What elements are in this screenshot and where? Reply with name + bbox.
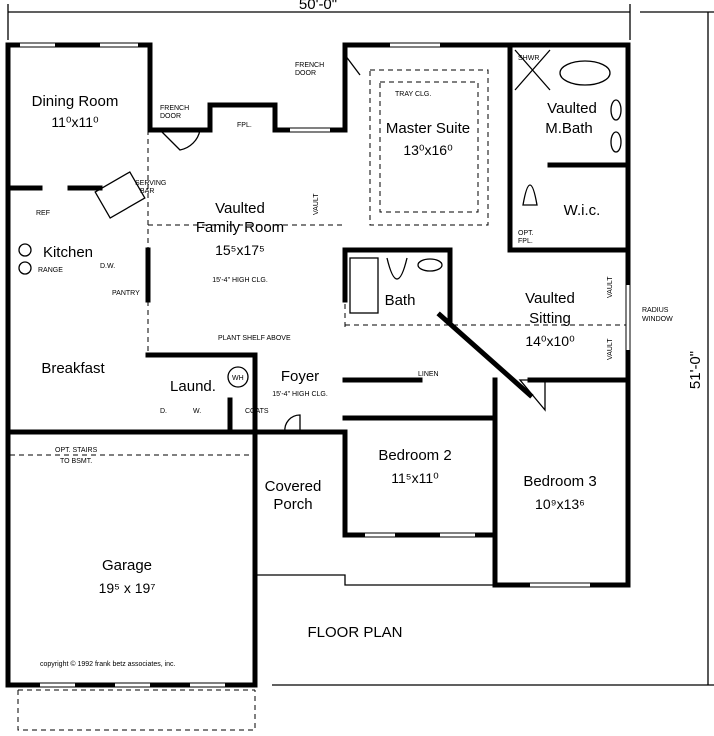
room-porch: Covered Porch [265,478,322,513]
door-swing-icon [159,129,201,151]
svg-text:Garage: Garage [102,557,152,574]
room-kitchen: Kitchen [43,244,93,261]
room-family: Vaulted Family Room 15⁵x17⁵ 15'-4" HIGH … [196,200,284,284]
svg-text:WINDOW: WINDOW [642,316,673,323]
svg-text:W.: W. [193,408,201,415]
svg-text:Family Room: Family Room [196,219,284,236]
svg-text:SHWR: SHWR [518,55,539,62]
svg-text:15'-4" HIGH CLG.: 15'-4" HIGH CLG. [212,277,268,284]
svg-text:Bedroom 2: Bedroom 2 [378,447,451,464]
svg-text:Covered: Covered [265,478,322,495]
svg-text:Vaulted: Vaulted [525,290,575,307]
water-heater-icon [227,366,249,388]
svg-text:DOOR: DOOR [295,70,316,77]
room-bedroom3: Bedroom 3 10⁹x13⁶ [523,473,596,512]
room-sitting: Vaulted Sitting 14⁰x10⁰ [525,290,575,349]
svg-text:Foyer: Foyer [281,368,319,385]
svg-text:Porch: Porch [273,496,312,513]
svg-text:LINEN: LINEN [418,371,439,378]
svg-text:WH: WH [232,375,244,382]
svg-text:RANGE: RANGE [38,267,63,274]
svg-text:14⁰x10⁰: 14⁰x10⁰ [525,333,575,349]
fixtures [18,49,622,433]
room-bath: Bath [385,292,416,309]
svg-text:Vaulted: Vaulted [547,100,597,117]
svg-text:TRAY CLG.: TRAY CLG. [395,91,431,98]
svg-text:OPT. STAIRS: OPT. STAIRS [55,447,98,454]
width-label: 50'-0" [299,0,337,13]
range-burner-icon [18,243,32,257]
copyright: copyright © 1992 frank betz associates, … [40,660,176,668]
door-swing-icon [344,54,361,76]
toilet-icon [386,257,408,280]
sink-icon [94,171,146,219]
room-bedroom2: Bedroom 2 11⁵x11⁰ [378,447,451,486]
plan-title: FLOOR PLAN [307,624,402,641]
room-wic: W.i.c. [564,202,601,219]
room-laundry: Laund. [170,378,216,395]
room-dining: Dining Room 11⁰x11⁰ [32,93,119,130]
bathtub-icon [349,257,379,314]
walls [5,42,631,731]
svg-text:VAULT: VAULT [313,193,320,215]
sink-icon [610,99,622,121]
shower-icon [514,49,551,91]
door-swing-icon [284,414,301,433]
annotations: FRENCH DOOR FRENCH DOOR FPL. SERVING BAR… [36,55,673,465]
svg-text:VAULT: VAULT [607,276,614,298]
svg-text:Dining Room: Dining Room [32,93,119,110]
svg-text:VAULT: VAULT [607,338,614,360]
svg-text:REF: REF [36,210,50,217]
fireplace-corner [518,379,546,412]
toilet-icon [522,184,538,206]
depth-dimension: 51'-0" [272,11,714,686]
svg-text:13⁰x16⁰: 13⁰x16⁰ [403,142,453,158]
svg-text:FRENCH: FRENCH [160,105,189,112]
svg-text:SERVING: SERVING [135,180,166,187]
svg-text:11⁰x11⁰: 11⁰x11⁰ [51,114,99,130]
svg-text:RADIUS: RADIUS [642,307,669,314]
room-mbath: Vaulted M.Bath [545,100,597,137]
svg-text:DOOR: DOOR [160,113,181,120]
svg-text:19⁵ x 19⁷: 19⁵ x 19⁷ [99,580,156,596]
svg-text:11⁵x11⁰: 11⁵x11⁰ [391,470,439,486]
svg-text:FRENCH: FRENCH [295,62,324,69]
svg-text:FPL.: FPL. [237,122,252,129]
range-burner-icon [18,261,32,275]
svg-text:TO BSMT.: TO BSMT. [60,458,92,465]
svg-text:Vaulted: Vaulted [215,200,265,217]
width-dimension: 50'-0" [7,0,631,40]
svg-text:Bedroom 3: Bedroom 3 [523,473,596,490]
svg-text:D.: D. [160,408,167,415]
sink-icon [610,131,622,153]
svg-text:Master Suite: Master Suite [386,120,470,137]
svg-text:D.W.: D.W. [100,263,115,270]
svg-text:PLANT SHELF ABOVE: PLANT SHELF ABOVE [218,335,291,342]
svg-text:15⁵x17⁵: 15⁵x17⁵ [215,242,265,258]
depth-label: 51'-0" [687,351,704,389]
svg-text:COATS: COATS [245,408,269,415]
room-foyer: Foyer 15'-4" HIGH CLG. [272,368,328,398]
svg-text:15'-4" HIGH CLG.: 15'-4" HIGH CLG. [272,391,328,398]
room-master: Master Suite 13⁰x16⁰ TRAY CLG. [386,91,470,158]
svg-text:OPT.: OPT. [518,230,534,237]
svg-text:FPL.: FPL. [518,238,533,245]
room-garage: Garage 19⁵ x 19⁷ [99,557,156,596]
svg-text:10⁹x13⁶: 10⁹x13⁶ [535,496,585,512]
sink-icon [417,258,443,272]
svg-text:Sitting: Sitting [529,310,571,327]
svg-text:PANTRY: PANTRY [112,290,140,297]
svg-text:M.Bath: M.Bath [545,120,593,137]
svg-text:BAR: BAR [140,188,154,195]
room-breakfast: Breakfast [41,360,105,377]
tub-icon [559,60,611,86]
